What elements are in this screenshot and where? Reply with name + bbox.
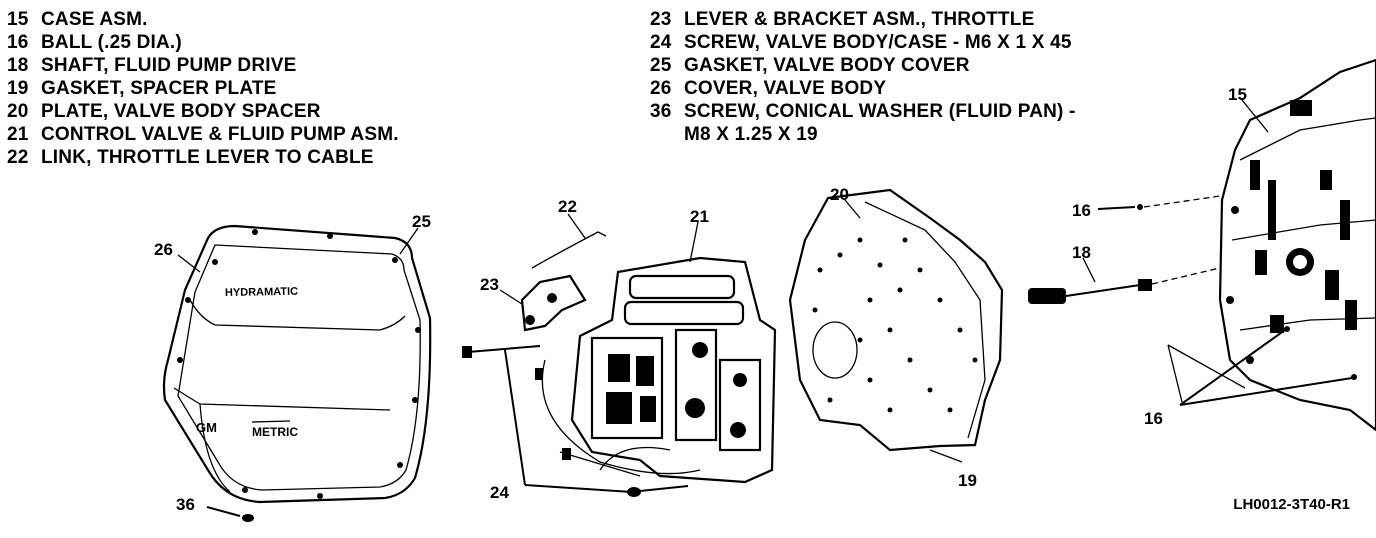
- legend-text: PLATE, VALVE BODY SPACER: [41, 101, 321, 122]
- legend-text: SCREW, VALVE BODY/CASE - M6 X 1 X 45: [684, 32, 1072, 53]
- control-valve-assembly: [541, 256, 777, 484]
- legend-number: 21: [7, 124, 29, 145]
- valve-body-cover: HYDRAMATIC GM METRIC: [162, 224, 432, 504]
- legend-number: 16: [7, 32, 29, 53]
- legend-number: 23: [650, 9, 672, 30]
- case-assembly: [1167, 58, 1376, 432]
- legend-item-16: 16 BALL (.25 DIA.): [7, 31, 399, 54]
- callout-26: 26: [154, 240, 173, 259]
- legend-number: 25: [650, 55, 672, 76]
- valve-body-screws: [504, 349, 689, 497]
- legend-item-36-continued: M8 X 1.25 X 19: [684, 124, 818, 145]
- legend-text: LEVER & BRACKET ASM., THROTTLE: [684, 9, 1035, 30]
- callout-25: 25: [412, 212, 431, 231]
- callout-23: 23: [480, 275, 499, 294]
- callout-20: 20: [830, 185, 849, 204]
- legend-number: 19: [7, 78, 29, 99]
- legend-text: BALL (.25 DIA.): [41, 32, 182, 53]
- legend-number: 20: [7, 101, 29, 122]
- cover-metric-text: METRIC: [252, 425, 298, 439]
- callout-16-bottom: 16: [1144, 409, 1163, 428]
- legend-item-25: 25 GASKET, VALVE BODY COVER: [650, 54, 1076, 77]
- callout-18: 18: [1072, 243, 1091, 262]
- figure-reference: LH0012-3T40-R1: [1233, 496, 1350, 513]
- case-balls-leader: [1179, 326, 1357, 406]
- legend-text: SHAFT, FLUID PUMP DRIVE: [41, 55, 297, 76]
- legend-left: 15 CASE ASM. 16 BALL (.25 DIA.) 18 SHAFT, FLU…: [7, 8, 399, 169]
- callout-19: 19: [958, 471, 977, 490]
- legend-item-36: 36 SCREW, CONICAL WASHER (FLUID PAN) -: [650, 100, 1076, 123]
- check-ball: [1097, 189, 1263, 210]
- legend-number: 24: [650, 32, 672, 53]
- legend-item-26: 26 COVER, VALVE BODY: [650, 77, 1076, 100]
- callout-21: 21: [690, 207, 709, 226]
- legend-number: 15: [7, 9, 29, 30]
- legend-number: 22: [7, 147, 29, 168]
- legend-item-20: 20 PLATE, VALVE BODY SPACER: [7, 100, 399, 123]
- legend-item-24: 24 SCREW, VALVE BODY/CASE - M6 X 1 X 45: [650, 31, 1076, 54]
- spacer-plate: [788, 188, 1004, 452]
- legend-number: 18: [7, 55, 29, 76]
- legend-number: 36: [650, 101, 672, 122]
- legend-text: SCREW, CONICAL WASHER (FLUID PAN) -: [684, 101, 1076, 122]
- legend-item-21: 21 CONTROL VALVE & FLUID PUMP ASM.: [7, 123, 399, 146]
- callout-22: 22: [558, 197, 577, 216]
- fluid-pump-drive-shaft: [1028, 261, 1246, 304]
- legend-text: COVER, VALVE BODY: [684, 78, 887, 99]
- fluid-pan-screw: [206, 506, 254, 522]
- legend-text: CONTROL VALVE & FLUID PUMP ASM.: [41, 124, 399, 145]
- legend-item-15: 15 CASE ASM.: [7, 8, 399, 31]
- callout-16-top: 16: [1072, 201, 1091, 220]
- gasket-leader: [929, 449, 963, 463]
- legend-text: GASKET, VALVE BODY COVER: [684, 55, 970, 76]
- legend-number: 26: [650, 78, 672, 99]
- leader-lines: [177, 99, 1269, 305]
- legend-text: LINK, THROTTLE LEVER TO CABLE: [41, 147, 374, 168]
- legend-text: GASKET, SPACER PLATE: [41, 78, 277, 99]
- callout-15: 15: [1228, 85, 1247, 104]
- legend-item-23: 23 LEVER & BRACKET ASM., THROTTLE: [650, 8, 1076, 31]
- cover-brand-text: HYDRAMATIC: [225, 286, 298, 299]
- cover-logo-text: GM: [196, 420, 217, 435]
- legend-item-22: 22 LINK, THROTTLE LEVER TO CABLE: [7, 146, 399, 169]
- legend-text: CASE ASM.: [41, 9, 148, 30]
- throttle-lever-bracket: [462, 231, 607, 358]
- callout-24: 24: [490, 483, 509, 502]
- legend-item-18: 18 SHAFT, FLUID PUMP DRIVE: [7, 54, 399, 77]
- legend-item-19: 19 GASKET, SPACER PLATE: [7, 77, 399, 100]
- callout-36: 36: [176, 495, 195, 514]
